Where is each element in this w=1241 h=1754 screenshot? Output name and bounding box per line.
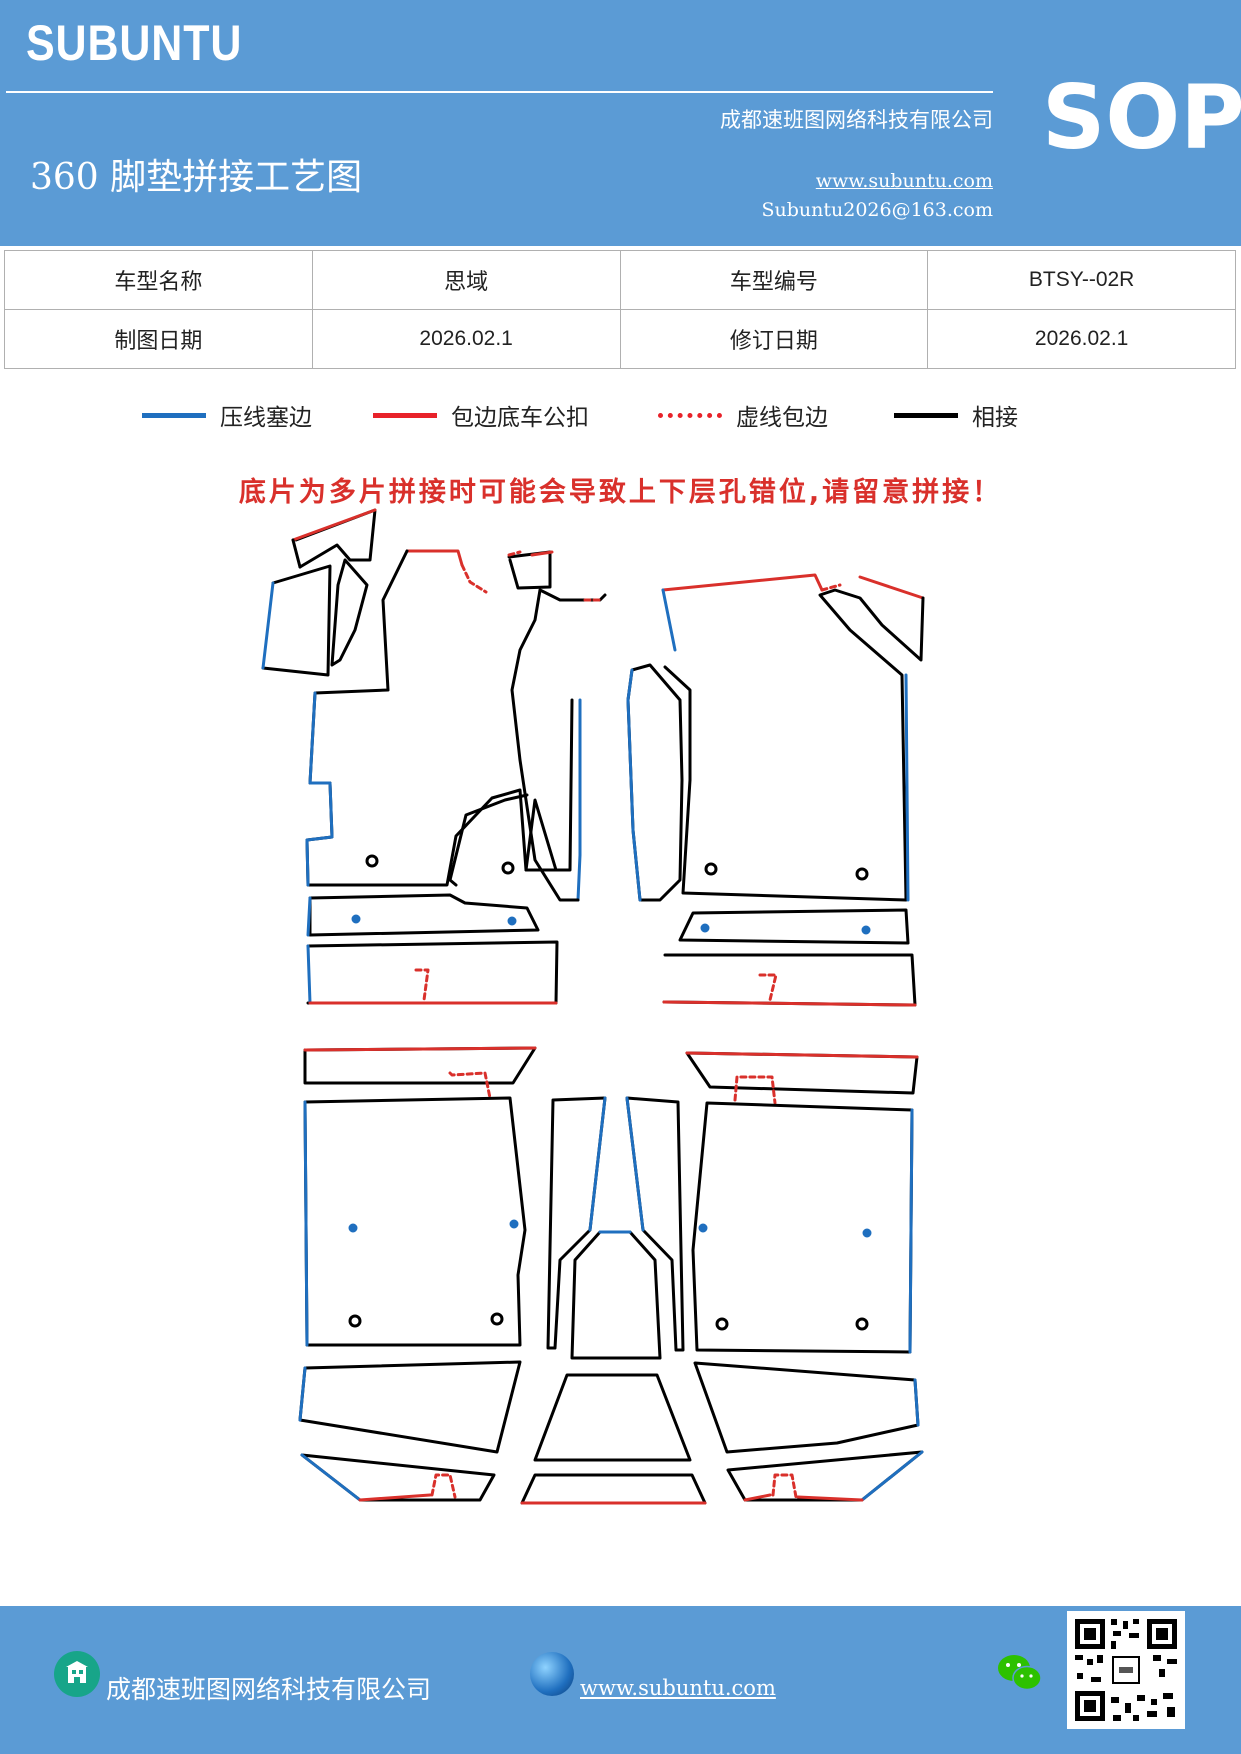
table-cell-value: BTSY--02R <box>927 250 1236 310</box>
company-name: 成都速班图网络科技有限公司 <box>720 108 993 132</box>
front-right-pieces <box>626 573 925 1007</box>
sop-badge: SOP <box>1042 66 1241 169</box>
legend-swatch <box>373 412 437 418</box>
table-cell-value: 2026.02.1 <box>927 309 1236 369</box>
table-cell-label: 制图日期 <box>4 309 313 369</box>
floor-mat-diagram <box>261 508 925 1505</box>
brand-logo: SUBUNTU <box>26 15 243 71</box>
footer-banner: 成都速班图网络科技有限公司 www.subuntu.com <box>0 1606 1241 1754</box>
vehicle-info-table: 车型名称 思域 车型编号 BTSY--02R 制图日期 2026.02.1 修订… <box>4 250 1236 369</box>
legend-label: 虚线包边 <box>736 405 828 431</box>
legend-item: 相接 <box>894 398 1018 432</box>
header-banner: SUBUNTU 成都速班图网络科技有限公司 360 脚垫拼接工艺图 www.su… <box>0 0 1241 246</box>
building-icon <box>54 1651 100 1697</box>
document-title: 360 脚垫拼接工艺图 <box>30 157 363 198</box>
table-cell-label: 车型名称 <box>4 250 313 310</box>
front-left-pieces <box>261 508 607 1005</box>
line-legend: 压线塞边 包边底车公扣 虚线包边 相接 <box>0 398 1241 438</box>
rear-right-pieces <box>685 1051 924 1502</box>
center-tunnel-pieces <box>520 1096 707 1505</box>
legend-item: 虚线包边 <box>658 398 828 432</box>
legend-item: 包边底车公扣 <box>373 398 589 432</box>
website-link[interactable]: www.subuntu.com <box>815 170 993 192</box>
table-cell-value: 2026.02.1 <box>311 309 621 369</box>
globe-icon <box>530 1652 574 1696</box>
qr-code <box>1067 1611 1185 1729</box>
legend-label: 压线塞边 <box>220 405 312 431</box>
legend-swatch <box>142 412 206 418</box>
legend-item: 压线塞边 <box>142 398 312 432</box>
footer-company-name: 成都速班图网络科技有限公司 <box>106 1675 432 1704</box>
footer-website-link[interactable]: www.subuntu.com <box>580 1676 776 1700</box>
legend-label: 相接 <box>972 405 1018 431</box>
warning-notice: 底片为多片拼接时可能会导致上下层孔错位,请留意拼接！ <box>238 477 1003 508</box>
rear-left-pieces <box>298 1046 537 1502</box>
table-cell-label: 修订日期 <box>619 309 929 369</box>
table-row: 车型名称 思域 车型编号 BTSY--02R <box>4 250 1236 310</box>
legend-swatch <box>894 412 958 418</box>
wechat-icon[interactable] <box>996 1652 1044 1694</box>
table-cell-value: 思域 <box>311 250 621 310</box>
table-cell-label: 车型编号 <box>619 250 929 310</box>
email-address: Subuntu2026@163.com <box>761 199 993 221</box>
table-row: 制图日期 2026.02.1 修订日期 2026.02.1 <box>4 309 1236 369</box>
header-divider <box>6 91 993 93</box>
legend-swatch <box>658 412 722 418</box>
legend-label: 包边底车公扣 <box>451 405 589 431</box>
